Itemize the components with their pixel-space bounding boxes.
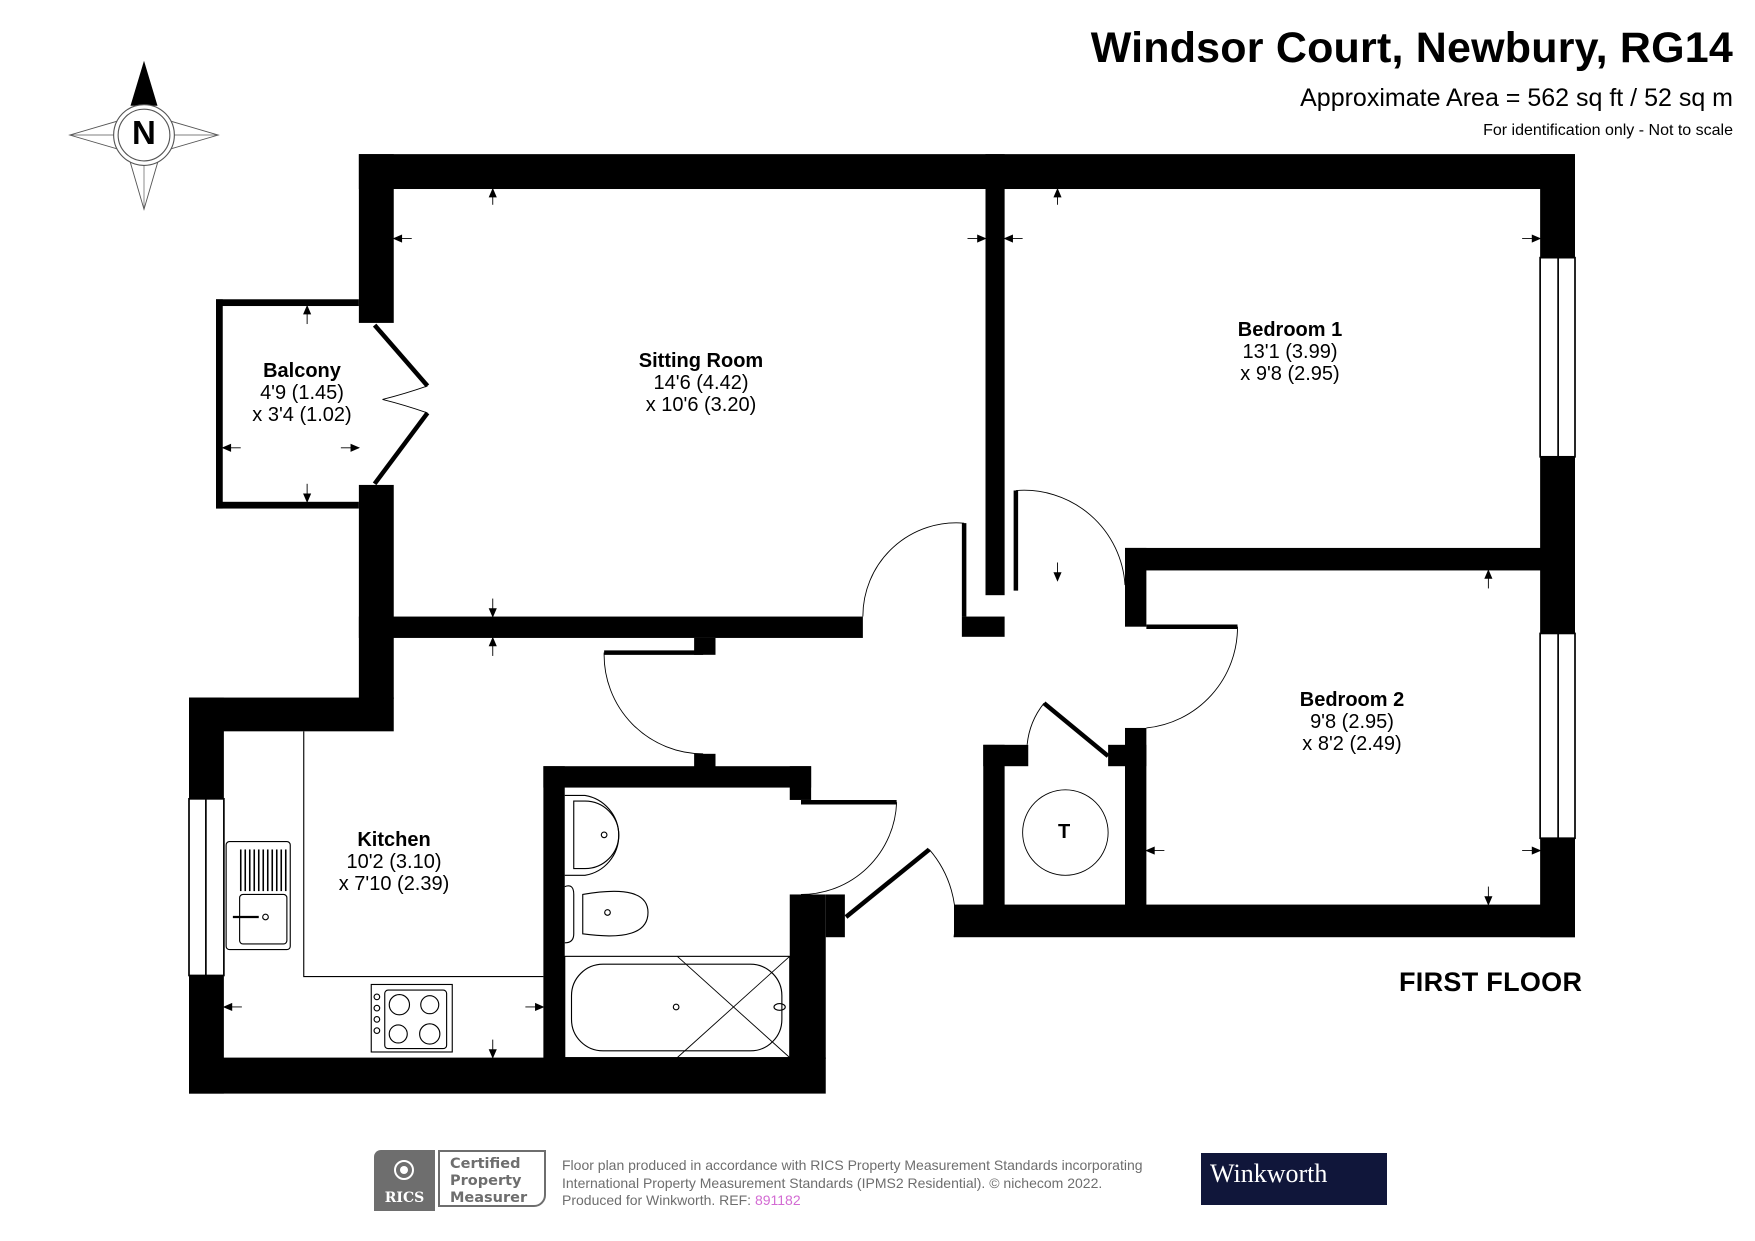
room-bedroom-1: Bedroom 1 13'1 (3.99) x 9'8 (2.95) — [1237, 319, 1343, 385]
approximate-area: Approximate Area = 562 sq ft / 52 sq m — [1300, 84, 1733, 112]
measurement-arrows — [221, 187, 1542, 1059]
room-sitting-room: Sitting Room 14'6 (4.42) x 10'6 (3.20) — [638, 350, 764, 416]
bath-icon — [570, 963, 783, 1052]
room-balcony: Balcony 4'9 (1.45) x 3'4 (1.02) — [252, 360, 352, 426]
property-title: Windsor Court, Newbury, RG14 — [1090, 24, 1733, 72]
windows — [188, 256, 1576, 977]
fixtures — [225, 731, 1109, 1059]
water-tank-icon — [1022, 789, 1109, 876]
doors — [372, 323, 1238, 938]
certified-property-measurer: Certified Property Measurer — [438, 1150, 546, 1207]
floor-label: FIRST FLOOR — [1399, 967, 1583, 997]
sink-icon — [225, 841, 291, 951]
compass-rose-icon — [68, 60, 220, 211]
room-kitchen: Kitchen 10'2 (3.10) x 7'10 (2.39) — [338, 829, 450, 895]
compass-north-label: N — [132, 114, 156, 151]
reference-number: 891182 — [754, 1192, 801, 1208]
measurement-standards-note: Floor plan produced in accordance with R… — [562, 1157, 1143, 1208]
cupboard-tank-label: T — [1058, 821, 1071, 843]
basin-icon — [564, 794, 620, 876]
rics-lion-icon — [394, 1160, 414, 1180]
room-bedroom-2: Bedroom 2 9'8 (2.95) x 8'2 (2.49) — [1299, 689, 1405, 755]
hob-icon — [370, 983, 453, 1053]
rics-certified-badge: RICS Certified Property Measurer — [374, 1150, 550, 1211]
header: Windsor Court, Newbury, RG14 Approximate… — [1091, 22, 1733, 142]
scale-disclaimer: For identification only - Not to scale — [1483, 122, 1733, 139]
rics-logo: RICS — [374, 1150, 435, 1211]
toilet-icon — [564, 885, 575, 944]
walls — [189, 154, 1575, 1094]
winkworth-logo: Winkworth — [1201, 1153, 1387, 1205]
